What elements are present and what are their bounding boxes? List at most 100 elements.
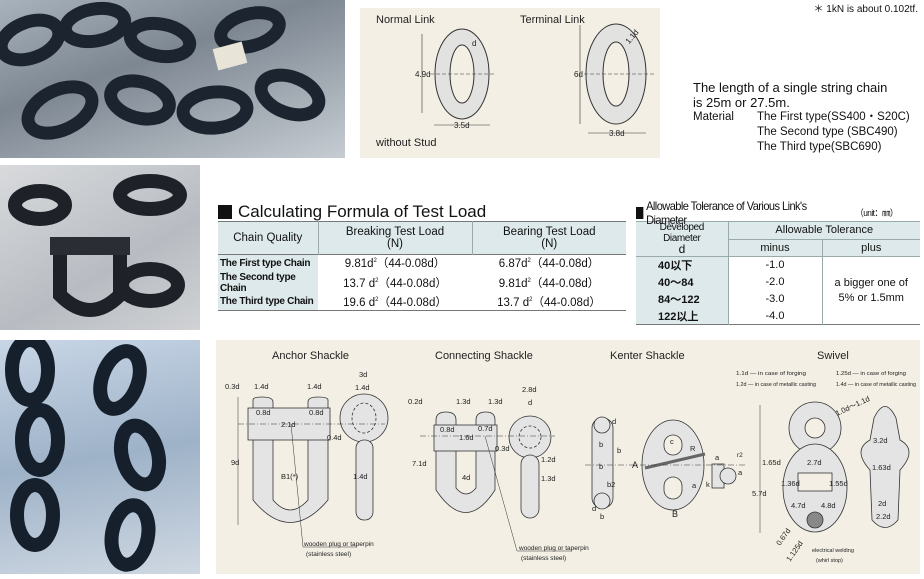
anchor-shackle-drawing xyxy=(237,393,389,525)
bearing-formula: 13.7 d2（44-0.08d） xyxy=(497,296,601,309)
weld-note: electrical welding xyxy=(812,548,854,554)
material-item: The Third type(SBC690) xyxy=(757,141,882,153)
dim-label: 1.2d xyxy=(541,455,556,464)
table-row: 122以上-4.0 xyxy=(636,307,920,325)
header-plus: plus xyxy=(821,238,920,257)
dim-label: 9d xyxy=(231,458,239,467)
plug-note: wooden plug or taperpin xyxy=(303,541,374,548)
breaking-formula: 13.7 d2（44-0.08d） xyxy=(343,277,447,290)
table-row: 40〜84-2.0 xyxy=(636,273,920,291)
tolerance-unit: （unit：㎜） xyxy=(855,208,898,218)
normal-link-width: 3.5d xyxy=(454,121,470,130)
connecting-shackle-drawing xyxy=(420,411,555,519)
dim-label: 1.0d〜1.1d xyxy=(834,394,871,418)
dim-label: 5.7d xyxy=(752,489,767,498)
table-row: The Third type Chain 19.6 d2（44-0.08d） 1… xyxy=(218,293,626,311)
dim-label: 7.1d xyxy=(412,459,427,468)
material-item: The First type(SS400・S20C) xyxy=(757,111,910,123)
bearing-formula: 9.81d2（44-0.08d） xyxy=(498,277,600,290)
dim-label: 0.67d xyxy=(774,527,792,548)
dim-label: 1.4d xyxy=(307,382,322,391)
normal-link-height: 4.9d xyxy=(415,70,431,79)
normal-link-title: Normal Link xyxy=(376,14,435,26)
normal-link-drawing xyxy=(421,28,496,126)
dim-label: 1.1d — in case of forging xyxy=(736,371,806,377)
kenter-shackle-title: Kenter Shackle xyxy=(610,350,685,362)
dim-label: B1(*) xyxy=(281,472,299,481)
dim-label: 0.4d xyxy=(327,433,342,442)
length-line-1: The length of a single string chain xyxy=(693,80,888,95)
header-bearing: Bearing Test Load(N) xyxy=(471,221,626,255)
dim-label: 4.8d xyxy=(821,501,836,510)
weld-note: (whirl stop) xyxy=(816,558,843,564)
chain-photo-2 xyxy=(0,165,200,330)
chain-quality: The First type Chain xyxy=(218,254,318,272)
dim-label: a xyxy=(715,453,720,462)
unit-note: ＊ 1kN is about 0.102tf. xyxy=(813,4,918,15)
dim-label: 1.63d xyxy=(872,463,891,472)
dim-label: 2d xyxy=(878,499,886,508)
dim-label: 4.7d xyxy=(791,501,806,510)
dim-label: 0.3d xyxy=(225,382,240,391)
dim-label: 1.55d xyxy=(829,479,848,488)
dim-label: 0.8d xyxy=(440,425,455,434)
dim-label: b2 xyxy=(607,480,615,489)
test-load-table: Chain Quality Breaking Test Load(N) Bear… xyxy=(218,221,626,311)
breaking-formula: 19.6 d2（44-0.08d） xyxy=(343,296,447,309)
kenter-shackle-drawing xyxy=(585,416,745,511)
terminal-link-drawing xyxy=(579,23,654,134)
tolerance-title: Allowable Tolerance of Various Link's Di… xyxy=(646,198,807,227)
connecting-shackle-title: Connecting Shackle xyxy=(435,350,533,362)
diameter-range: 40〜84 xyxy=(636,273,729,291)
chain-illustration xyxy=(0,1,326,140)
material-item: The Second type (SBC490) xyxy=(757,126,898,138)
dim-label: c xyxy=(670,437,674,446)
dim-label: 0.8d xyxy=(256,408,271,417)
dim-label: 1.4d xyxy=(355,383,370,392)
swivel-title: Swivel xyxy=(817,350,849,362)
dim-label: A xyxy=(632,460,638,470)
plug-note: (stainless steel) xyxy=(306,551,351,558)
dim-label: 1.65d xyxy=(762,458,781,467)
material-label: Material xyxy=(693,111,734,123)
bearing-formula: 6.87d2（44-0.08d） xyxy=(498,258,600,271)
chain-info: The length of a single string chain is 2… xyxy=(693,80,910,155)
header-minus: minus xyxy=(727,238,823,257)
tolerance-section: Allowable Tolerance of Various Link's Di… xyxy=(636,199,920,325)
minus-value: -4.0 xyxy=(728,307,823,325)
test-load-title: Calculating Formula of Test Load xyxy=(238,201,487,221)
dim-label: 1.4d xyxy=(254,382,269,391)
dim-label: 1.3d xyxy=(488,397,503,406)
link-caption: without Stud xyxy=(375,137,437,149)
dim-label: d xyxy=(612,417,616,426)
dim-label: 1.125d xyxy=(784,539,805,563)
dim-label: 1.3d xyxy=(456,397,471,406)
chain-quality: The Second type Chain xyxy=(218,271,318,294)
dim-label: d xyxy=(528,398,532,407)
dim-label: R xyxy=(690,444,696,453)
dim-label: b xyxy=(599,462,603,471)
dim-label: 2.7d xyxy=(807,458,822,467)
dim-label: 4d xyxy=(462,473,470,482)
diameter-range: 40以下 xyxy=(636,256,729,274)
terminal-link-title: Terminal Link xyxy=(520,14,585,26)
dim-label: B xyxy=(672,509,678,519)
square-bullet-icon xyxy=(218,204,232,219)
terminal-link-height: 6d xyxy=(574,70,583,79)
dim-label: 1.4d xyxy=(353,472,368,481)
dim-label: 2.8d xyxy=(522,385,537,394)
dim-label: b xyxy=(599,440,603,449)
test-load-section: Calculating Formula of Test Load Chain Q… xyxy=(218,202,626,311)
dim-label: 2.1d xyxy=(281,420,296,429)
header-chain-quality: Chain Quality xyxy=(218,221,319,255)
dim-label: b xyxy=(600,512,604,521)
dim-label: 1.3d xyxy=(541,474,556,483)
square-bullet-icon xyxy=(636,206,644,219)
plug-note: wooden plug or taperpin xyxy=(518,545,589,552)
minus-value: -3.0 xyxy=(728,290,823,308)
breaking-formula: 9.81d2（44-0.08d） xyxy=(344,258,446,271)
chain-quality: The Third type Chain xyxy=(218,293,318,311)
dim-label: a xyxy=(738,468,743,477)
